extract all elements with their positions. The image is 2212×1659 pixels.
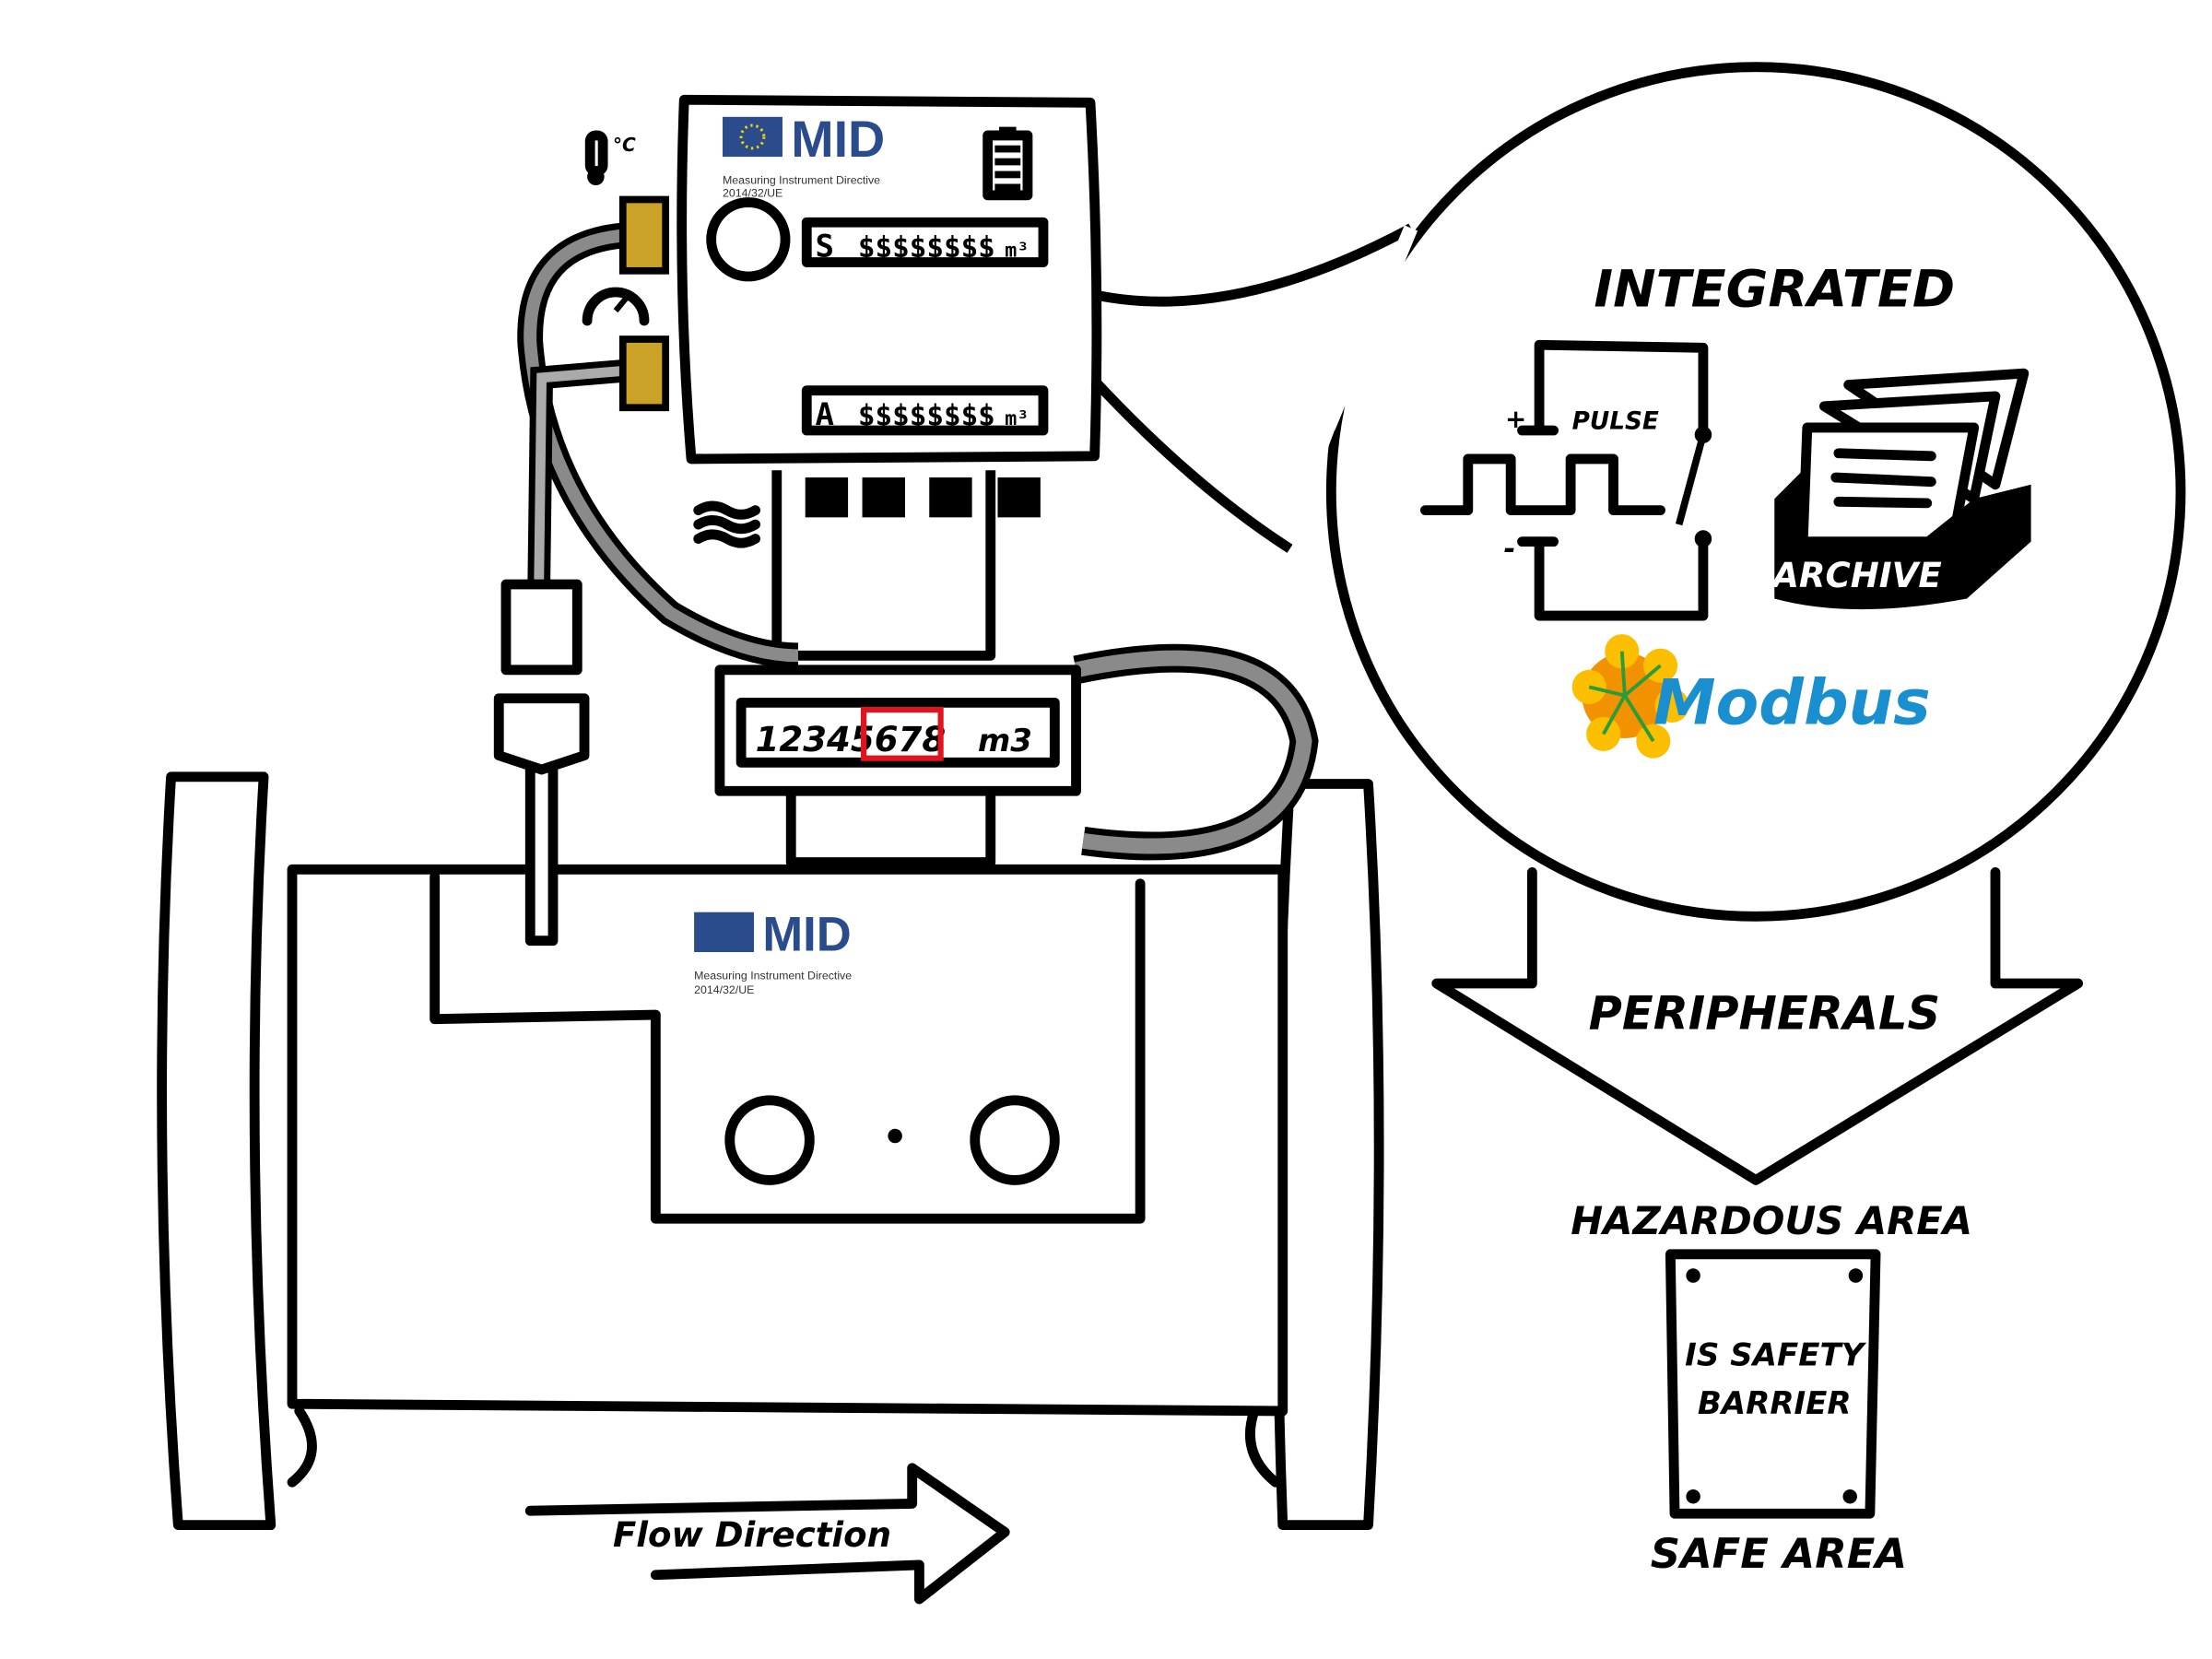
svg-text:°C: °C [613,134,636,156]
svg-text:m³: m³ [1005,407,1029,430]
peripherals-section: PERIPHERALS HAZARDOUS AREA IS SAFETY BAR… [1571,986,1972,1578]
integrated-section: INTEGRATED + - PULSE ARCHIVE Modb [1419,259,2031,759]
svg-text:Measuring Instrument Directive: Measuring Instrument Directive [723,173,880,186]
integrated-bubble [1036,62,2186,922]
peripherals-arrow [1431,866,2084,1185]
meter-head: MID Measuring Instrument Directive 2014/… [677,94,1102,518]
svg-text:HAZARDOUS AREA: HAZARDOUS AREA [1571,1198,1972,1243]
svg-text:Flow Direction: Flow Direction [613,1515,891,1555]
svg-text:PULSE: PULSE [1572,407,1659,435]
svg-text:m3: m3 [978,723,1032,759]
pressure-gauge-icon [582,287,650,326]
flow-direction-arrow: Flow Direction [524,1463,1010,1605]
svg-text:$$$$$$$$: $$$$$$$$ [858,399,995,432]
is-safety-barrier: IS SAFETY BARRIER [1665,1249,1881,1519]
battery-icon [982,126,1033,201]
svg-text:-: - [1503,533,1515,566]
svg-text:S: S [816,228,834,265]
svg-text:SAFE AREA: SAFE AREA [1651,1529,1907,1578]
svg-text:INTEGRATED: INTEGRATED [1594,259,1955,319]
svg-text:$$$$$$$$: $$$$$$$$ [858,230,995,264]
svg-text:IS SAFETY: IS SAFETY [1685,1336,1866,1373]
modbus-logo: Modbus [1571,634,1931,759]
svg-text:A: A [816,396,834,433]
archive-icon: ARCHIVE [1770,368,2031,610]
svg-text:2014/32/UE: 2014/32/UE [694,983,754,996]
svg-text:Modbus: Modbus [1653,667,1931,740]
thermometer-icon: °C [584,130,636,186]
svg-text:PERIPHERALS: PERIPHERALS [1589,986,1941,1040]
mechanical-counter: 12345678 m3 [714,665,1081,796]
svg-text:2014/32/UE: 2014/32/UE [723,186,782,199]
svg-text:MID: MID [762,907,851,961]
display-bottom: A $$$$$$$$ m³ [801,385,1049,436]
pipe-mid-logo: MID Measuring Instrument Directive 2014/… [694,907,852,996]
svg-text:+: + [1505,404,1526,434]
svg-text:ARCHIVE: ARCHIVE [1770,556,1941,595]
pipe-body [157,771,1384,1531]
head-mid-logo: MID Measuring Instrument Directive 2014/… [723,111,885,199]
pulse-output-icon: + - PULSE [1419,339,1712,621]
display-top: S $$$$$$$$ m³ [801,217,1049,267]
svg-text:Measuring Instrument Directive: Measuring Instrument Directive [694,969,852,982]
optical-port [706,197,791,282]
svg-text:BARRIER: BARRIER [1698,1385,1852,1422]
flow-waves-icon [693,500,761,548]
svg-text:m³: m³ [1005,239,1029,262]
svg-text:MID: MID [791,111,885,168]
svg-text:12345678: 12345678 [756,720,947,759]
